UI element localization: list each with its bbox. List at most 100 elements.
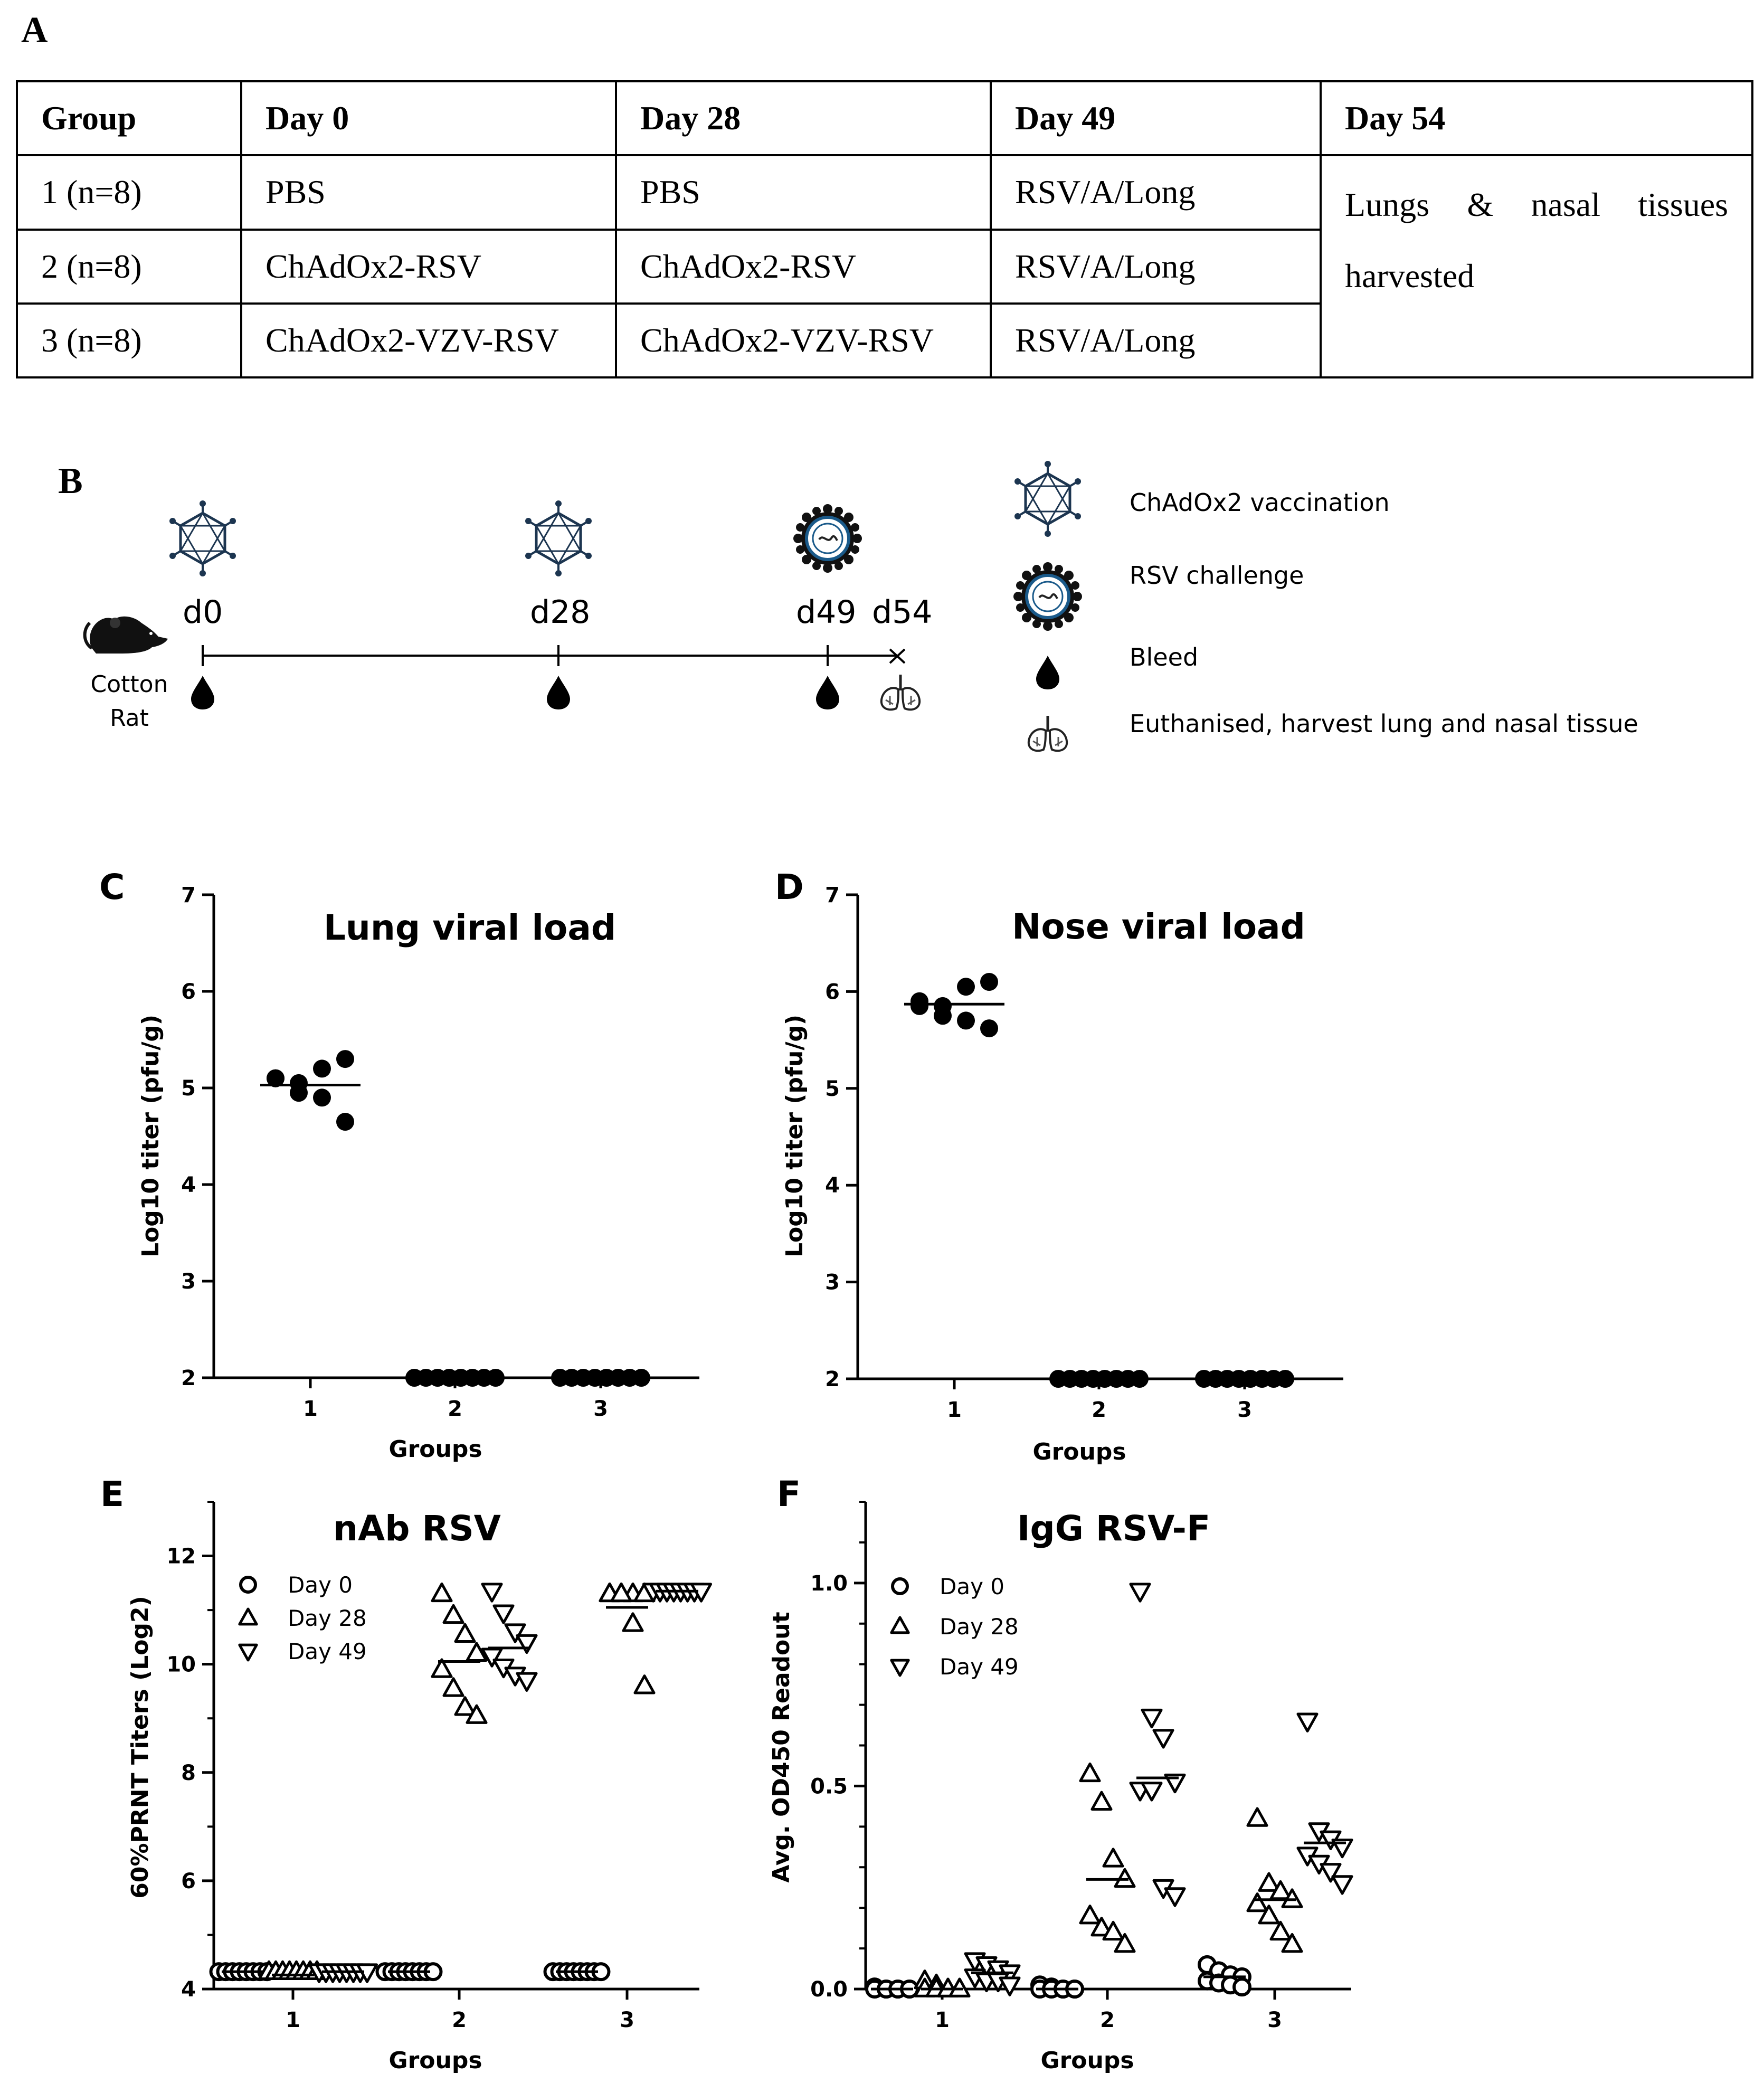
table-row: 3 (n=8) ChAdOx2-VZV-RSV ChAdOx2-VZV-RSV … [16,302,1752,379]
chart-c-xlabel: Groups [388,1436,482,1463]
timeline-diagram [83,0,1764,792]
chart-f-point [1269,1920,1292,1941]
chart-c-point [290,1084,308,1102]
chart-e-point [466,1704,488,1724]
chart-e-point [690,1583,713,1603]
chart-e-legend-label: Day 0 [288,1572,353,1598]
legend-euthanised: Euthanised, harvest lung and nasal tissu… [1130,709,1638,738]
chart-e-point [431,1658,453,1678]
chart-d-y-tick-label: 5 [825,1077,840,1101]
chart-e-point [504,1623,526,1643]
chart-f-point [1320,1863,1342,1883]
header-day-0: Day 0 [240,80,617,157]
chart-c-y-tick-label: 5 [181,1076,196,1101]
chart-d-x-tick-label: 1 [947,1398,962,1422]
chart-f-point [1331,1875,1353,1895]
chart-c-y-tick-label: 7 [181,883,196,907]
chart-f-legend-marker [891,1577,909,1595]
chart-c-point [313,1059,331,1078]
chart-f-point [1102,1920,1124,1941]
chart-c-y-tick-label: 4 [181,1173,196,1197]
table-cell: ChAdOx2-RSV [615,228,992,305]
chart-d-ylabel: Log10 titer (pfu/g) [781,1015,808,1257]
chart-e-point [442,1604,464,1624]
chart-d-title: Nose viral load [1012,906,1305,947]
chart-d-y-tick-label: 3 [825,1271,840,1295]
legend-vaccination: ChAdOx2 vaccination [1130,488,1390,517]
chart-f-point [1281,1933,1303,1953]
chart-f-point [1141,1708,1163,1729]
chart-f-point [1246,1892,1268,1912]
chart-e-legend-marker [239,1576,257,1594]
header-day-28: Day 28 [615,80,992,157]
chart-d-y-tick-label: 2 [825,1367,840,1391]
chart-e-y-tick-label: 6 [181,1869,196,1893]
chart-d-x-tick-label: 3 [1237,1398,1252,1422]
chart-e-ylabel: 60%PRNT Titers (Log2) [127,1596,154,1898]
table-cell: ChAdOx2-VZV-RSV [615,302,992,379]
header-day-54: Day 54 [1320,80,1753,157]
table-cell: ChAdOx2-RSV [240,228,617,305]
cotton-rat-icon [83,616,168,654]
table-cell: RSV/A/Long [990,228,1322,305]
chart-f-point [999,1976,1021,1996]
study-design-table: Group Day 0 Day 28 Day 49 Day 54 1 (n=8)… [16,80,1753,379]
chart-f-point [949,1977,971,1997]
chart-f-legend-marker [890,1659,910,1677]
chart-f-y-tick-label: 0.5 [810,1774,848,1798]
chart-f-legend-label: Day 28 [940,1614,1019,1640]
table-cell: 2 (n=8) [16,228,242,305]
chart-f-title: IgG RSV-F [1017,1508,1210,1549]
chart-c-y-tick-label: 6 [181,980,196,1004]
day-label-d49: d49 [796,594,857,631]
day-label-d28: d28 [530,594,591,631]
chart-f-point [1164,1887,1186,1907]
chart-f-legend-label: Day 0 [940,1574,1004,1599]
table-header-row: Group Day 0 Day 28 Day 49 Day 54 [16,80,1753,157]
chart-e-y-tick-label: 8 [181,1761,196,1785]
chart-c-y-tick-label: 2 [181,1366,196,1390]
chart-f-point [1232,1977,1251,1997]
chart-d-y-tick-label: 6 [825,980,840,1004]
chart-c-title: Lung viral load [324,907,616,948]
table-row: 1 (n=8) PBS PBS RSV/A/Long Lungs & nasal… [16,154,1753,378]
chart-e-y-tick-label: 10 [166,1653,196,1677]
header-day-49: Day 49 [990,80,1322,157]
chart-c-y-tick-label: 3 [181,1270,196,1294]
timeline-end-cross [889,648,906,664]
chart-d-point [980,973,998,991]
chart-e-point [442,1677,464,1697]
header-group: Group [16,80,242,157]
chart-f-ylabel: Avg. OD450 Readout [768,1612,795,1882]
chart-c-x-tick-label: 2 [448,1397,462,1421]
day-54-merged-cell: Lungs & nasal tissues harvested [1320,154,1753,378]
panel-label-d: D [775,867,804,907]
chart-f-point [1246,1807,1268,1827]
chart-f-y-tick-label: 1.0 [810,1571,848,1596]
legend-bleed: Bleed [1130,643,1199,671]
day-label-d0: d0 [183,594,223,631]
chart-d-point [957,1011,975,1030]
chart-c-point [267,1069,284,1087]
chart-e-x-tick-label: 3 [620,2008,634,2032]
chart-e-x-tick-label: 1 [286,2008,300,2032]
table-cell: 1 (n=8) [16,154,242,231]
chart-c-x-tick-label: 1 [303,1397,318,1421]
chart-e-point [356,1963,378,1983]
legend-rsv-challenge: RSV challenge [1130,561,1304,590]
panel-label-b: B [58,461,83,501]
chart-f-point [1114,1933,1136,1953]
chart-f-point [1102,1848,1124,1868]
chart-f-point [1079,1905,1101,1925]
chart-c-ylabel: Log10 titer (pfu/g) [137,1015,164,1257]
cotton-rat-label: Cotton Rat [90,671,168,732]
chart-c-x-tick-label: 3 [593,1397,608,1421]
table-cell: ChAdOx2-VZV-RSV [240,302,617,379]
chart-f-point [1281,1888,1303,1908]
panel-label-c: C [99,867,125,907]
chart-e-point [633,1674,656,1694]
chart-d-point [957,978,975,996]
chart-e-y-tick-label: 4 [181,1977,196,2002]
chart-e-x-tick-label: 2 [452,2008,467,2032]
